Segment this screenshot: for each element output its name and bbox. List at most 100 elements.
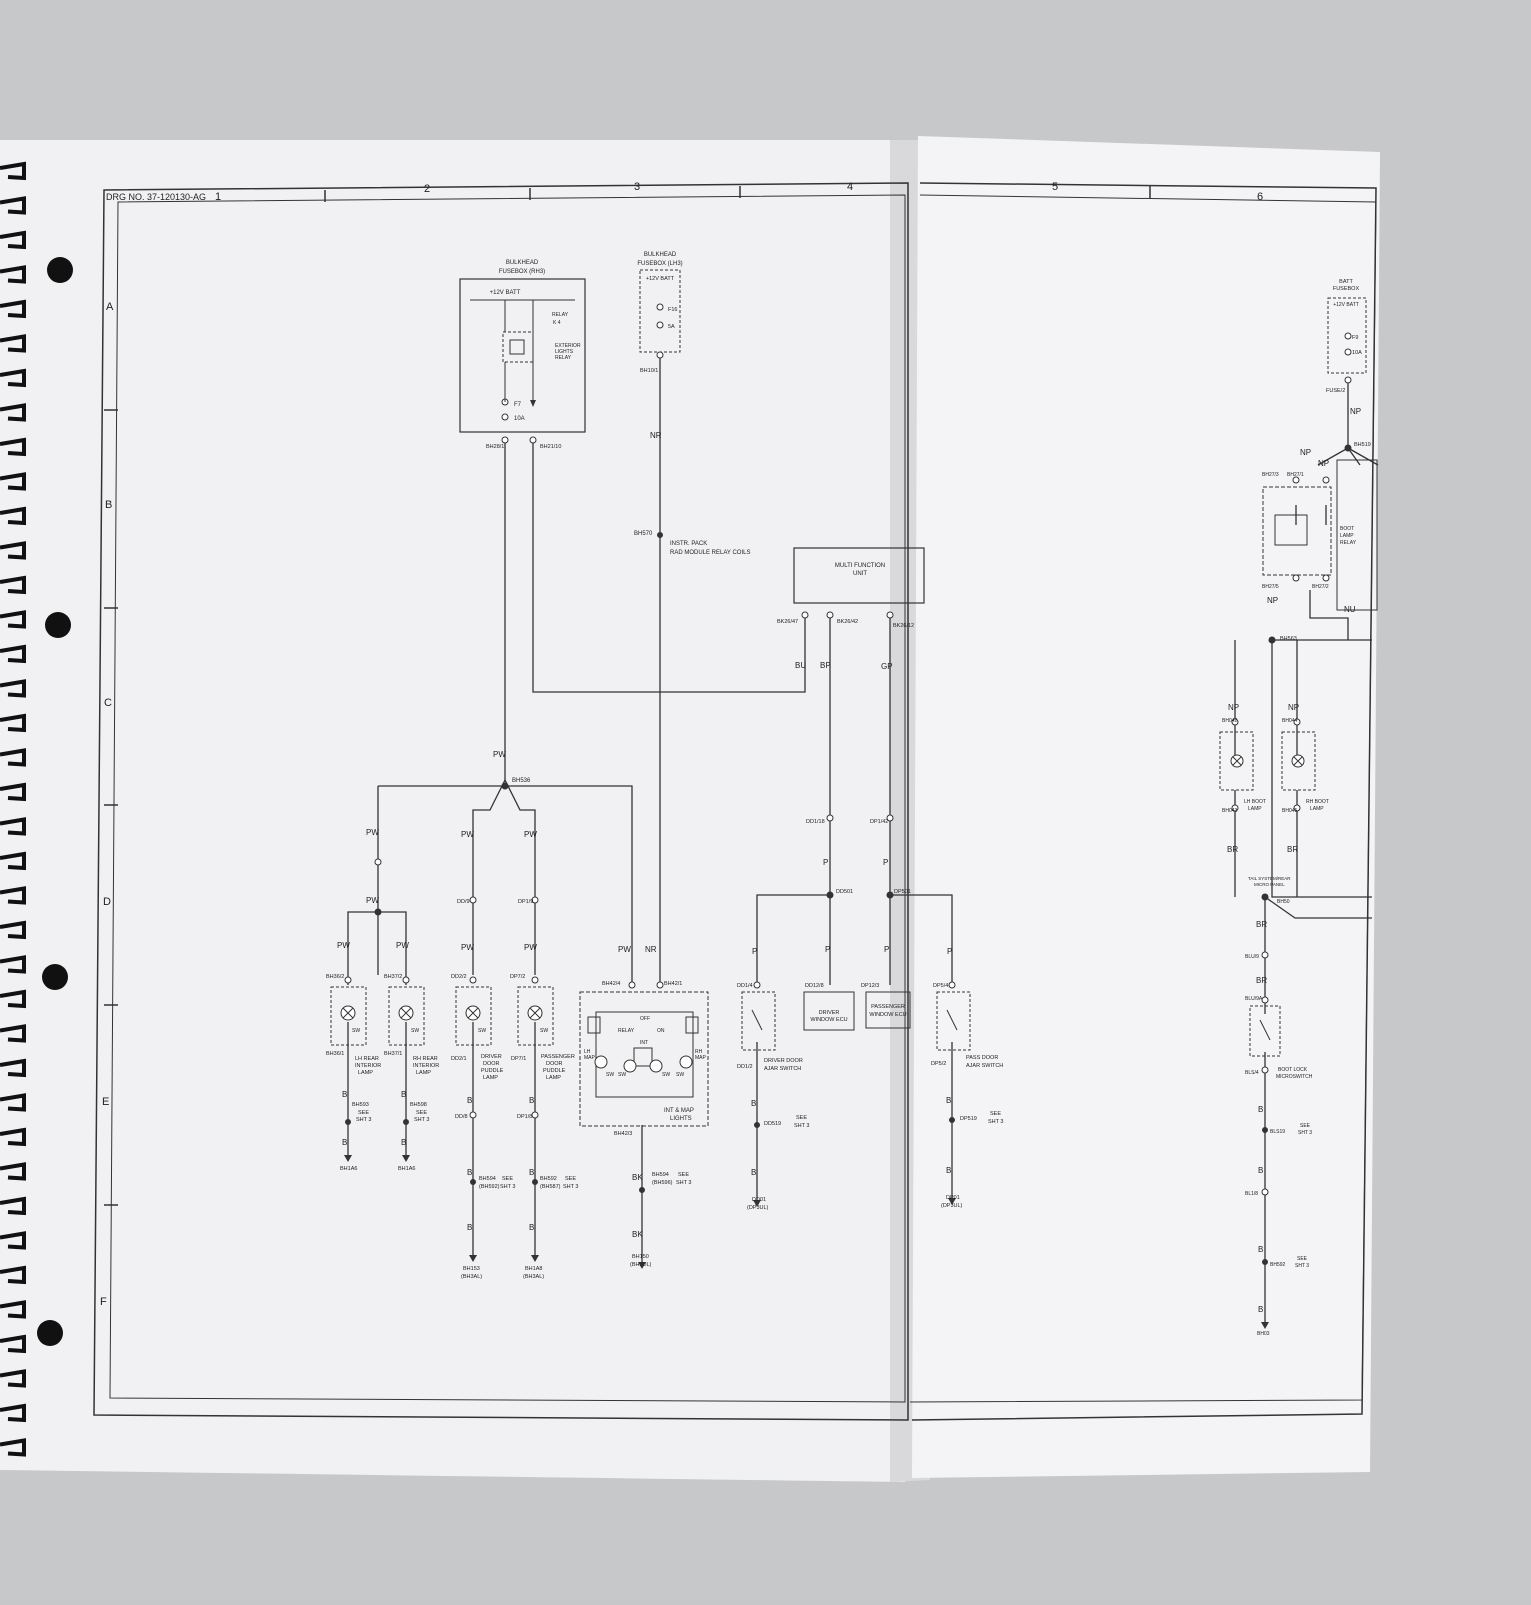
svg-text:FUSE/2: FUSE/2 (1326, 388, 1345, 394)
lamp-passenger-door-puddle: SW DP1/9 DP7/2 DP7/1 PASSENGER DOOR PUDD… (510, 899, 579, 1280)
svg-text:PUDDLE: PUDDLE (481, 1068, 504, 1074)
binding-coil (0, 1127, 26, 1147)
svg-text:SEE: SEE (565, 1176, 576, 1182)
svg-text:FUSEBOX (LH3): FUSEBOX (LH3) (637, 261, 682, 267)
right-page (912, 136, 1380, 1478)
svg-text:NR: NR (645, 945, 657, 954)
svg-text:BH27/3: BH27/3 (1262, 472, 1279, 478)
svg-text:10A: 10A (1352, 350, 1362, 356)
svg-text:DD1/2: DD1/2 (737, 1064, 753, 1070)
svg-text:WINDOW ECU: WINDOW ECU (810, 1017, 847, 1023)
drawing-inner-frame-right (909, 194, 1377, 1403)
svg-text:+12V BATT: +12V BATT (1333, 302, 1359, 308)
binding-coil (0, 644, 26, 664)
svg-text:BH044: BH044 (1282, 718, 1298, 724)
svg-text:PW: PW (396, 941, 409, 950)
svg-text:BATT: BATT (1339, 279, 1353, 285)
svg-text:SHT 3: SHT 3 (1298, 1130, 1312, 1136)
binding-coil (0, 886, 26, 905)
svg-text:P: P (825, 945, 830, 954)
svg-text:B: B (1258, 1105, 1263, 1114)
svg-text:(DP3UL): (DP3UL) (747, 1205, 769, 1211)
column-number: 1 (215, 191, 221, 203)
svg-text:DP5/2: DP5/2 (931, 1061, 946, 1067)
column-number: 5 (1052, 181, 1058, 193)
svg-text:SEE: SEE (358, 1110, 369, 1116)
binding-coil (0, 472, 26, 491)
spiral-binding (0, 161, 26, 1457)
binding-coil (0, 679, 26, 698)
svg-text:B: B (467, 1168, 472, 1177)
svg-text:BH043: BH043 (1222, 808, 1238, 814)
svg-text:TAIL SYSTEM/REAR: TAIL SYSTEM/REAR (1248, 876, 1291, 881)
svg-text:BH563: BH563 (1280, 636, 1297, 642)
svg-text:SHT 3: SHT 3 (414, 1117, 430, 1123)
svg-text:PW: PW (493, 750, 506, 759)
svg-text:BK26/12: BK26/12 (893, 623, 914, 629)
svg-text:F9: F9 (1352, 335, 1358, 341)
binding-coil (0, 541, 26, 560)
svg-text:NP: NP (1318, 459, 1329, 468)
svg-text:BH36/2: BH36/2 (326, 974, 344, 980)
svg-text:B: B (467, 1096, 472, 1105)
svg-text:LAMP: LAMP (1248, 806, 1262, 812)
connector-symbols (344, 303, 1352, 1265)
svg-text:MICROSWITCH: MICROSWITCH (1276, 1074, 1313, 1080)
svg-text:SW: SW (478, 1028, 486, 1034)
binding-coil (0, 782, 26, 802)
boot-circuit: BATT FUSEBOX +12V BATT F9 10A FUSE/2 BH5… (1219, 279, 1378, 1337)
row-letter: D (103, 896, 111, 908)
svg-text:PW: PW (524, 943, 537, 952)
bulkhead-fusebox-2: BULKHEAD FUSEBOX (LH3) +12V BATT F16 5A … (637, 252, 682, 374)
svg-text:BH03: BH03 (1257, 1331, 1270, 1337)
svg-text:BH28/1: BH28/1 (486, 444, 504, 450)
drawing-frame-left (93, 182, 909, 1421)
svg-text:SEE: SEE (416, 1110, 427, 1116)
binding-coil (0, 403, 26, 422)
svg-text:(BH587): (BH587) (540, 1184, 561, 1190)
svg-text:NU: NU (1344, 605, 1356, 614)
svg-text:BH27/5: BH27/5 (1262, 584, 1279, 590)
svg-text:SEE: SEE (678, 1172, 689, 1178)
svg-text:DP501: DP501 (894, 889, 911, 895)
ground-symbols (344, 400, 1269, 1329)
svg-text:PW: PW (524, 830, 537, 839)
svg-text:B: B (1258, 1305, 1263, 1314)
row-letter: E (102, 1096, 109, 1108)
svg-text:P: P (823, 858, 828, 867)
binding-coil (0, 299, 26, 319)
svg-text:SW: SW (662, 1072, 670, 1078)
binding-coil (0, 713, 26, 733)
svg-text:RH: RH (695, 1049, 703, 1055)
drawing-inner-frame-left (109, 194, 906, 1403)
svg-text:SW: SW (352, 1028, 360, 1034)
svg-text:DD1/18: DD1/18 (806, 819, 825, 825)
svg-text:BH592: BH592 (540, 1176, 557, 1182)
column-numbers: 1 2 3 4 5 6 (215, 181, 1263, 203)
svg-text:BH1A6: BH1A6 (340, 1166, 357, 1172)
multi-function-unit: MULTI FUNCTION UNIT BK26/47 BK26/42 BK26… (777, 547, 925, 629)
svg-text:DD1/4: DD1/4 (737, 983, 753, 989)
svg-text:SHT 3: SHT 3 (794, 1123, 810, 1129)
svg-text:P: P (883, 858, 888, 867)
svg-text:(BH592): (BH592) (479, 1184, 500, 1190)
binding-coil (0, 334, 26, 353)
svg-text:SEE: SEE (990, 1111, 1001, 1117)
svg-text:BR: BR (1287, 845, 1298, 854)
svg-text:BH37/1: BH37/1 (384, 1051, 402, 1057)
svg-text:BR: BR (1256, 976, 1267, 985)
svg-text:DD12/8: DD12/8 (805, 983, 824, 989)
svg-text:B: B (529, 1096, 534, 1105)
svg-text:INT: INT (640, 1040, 648, 1046)
svg-text:DD/8: DD/8 (455, 1114, 468, 1120)
svg-text:BH27/2: BH27/2 (1312, 584, 1329, 590)
svg-text:BH1A6: BH1A6 (398, 1166, 415, 1172)
svg-text:BK26/47: BK26/47 (777, 619, 798, 625)
svg-text:RELAY: RELAY (552, 312, 569, 318)
svg-text:SHT 3: SHT 3 (356, 1117, 372, 1123)
binding-coil (0, 1196, 26, 1216)
svg-text:B: B (751, 1099, 756, 1108)
svg-text:BH50: BH50 (1277, 899, 1290, 905)
svg-text:LAMP: LAMP (483, 1075, 498, 1081)
